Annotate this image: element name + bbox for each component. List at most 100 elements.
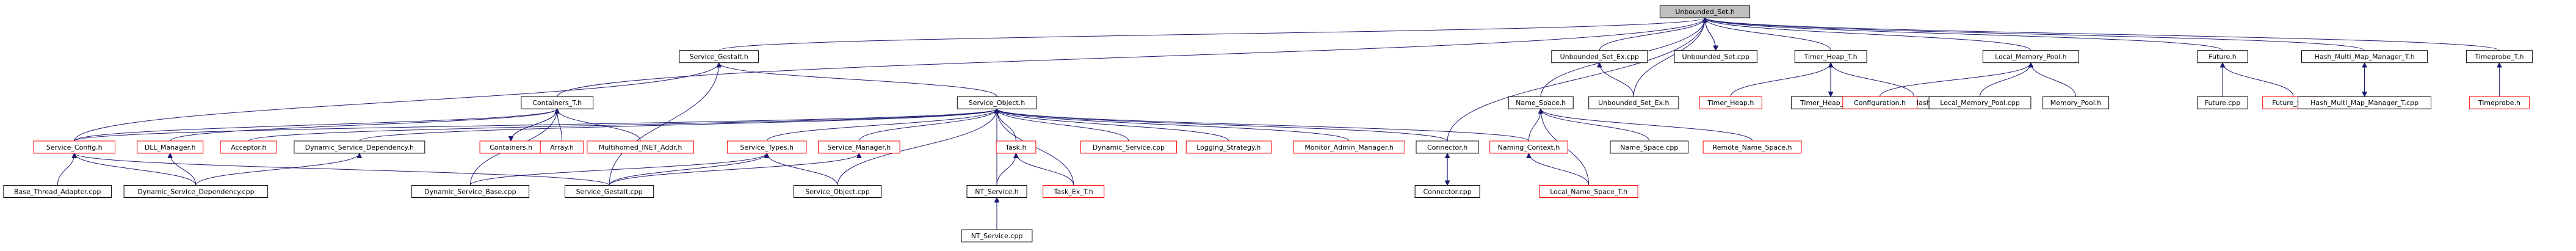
node-local-memory-pool-h[interactable]: Local_Memory_Pool.h — [1982, 50, 2079, 64]
node-label: Name_Space.cpp — [1620, 144, 1678, 151]
node-local-name-space-t-h[interactable]: Local_Name_Space_T.h — [1539, 185, 1638, 198]
node-box — [565, 185, 654, 198]
edge-service-gestalt-h-to-service-object-h — [719, 62, 997, 97]
node-monitor-admin-manager-h[interactable]: Monitor_Admin_Manager.h — [1293, 140, 1405, 154]
node-box — [220, 140, 278, 154]
node-array-h[interactable]: Array.h — [540, 140, 584, 154]
edge-timer-heap-t-h-to-timer-hash-h — [1831, 62, 1915, 97]
node-name-space-h[interactable]: Name_Space.h — [1508, 96, 1574, 109]
edge-service-types-h-to-service-object-cpp — [767, 153, 838, 186]
node-service-types-h[interactable]: Service_Types.h — [726, 140, 807, 154]
node-box — [2197, 50, 2248, 64]
node-box — [957, 96, 1037, 109]
node-box — [1539, 185, 1638, 198]
node-box — [294, 140, 425, 154]
node-box — [1043, 185, 1105, 198]
edge-containers-t-h-to-service-config-h — [74, 108, 557, 142]
node-local-memory-pool-cpp[interactable]: Local_Memory_Pool.cpp — [1928, 96, 2031, 109]
node-box — [1610, 140, 1689, 154]
node-box — [1659, 5, 1751, 18]
node-memory-pool-h[interactable]: Memory_Pool.h — [2042, 96, 2110, 109]
node-service-manager-h[interactable]: Service_Manager.h — [818, 140, 900, 154]
edge-unbounded-set-ex-cpp-to-unbounded-set-ex-h — [1599, 62, 1634, 97]
node-box — [679, 50, 759, 64]
node-timeprobe-h[interactable]: Timeprobe.h — [2469, 96, 2530, 109]
node-box — [1842, 96, 1918, 109]
node-hash-multi-map-manager-t-h[interactable]: Hash_Multi_Map_Manager_T.h — [2301, 50, 2428, 64]
node-box — [2469, 96, 2530, 109]
node-base-thread-adapter-cpp[interactable]: Base_Thread_Adapter.cpp — [3, 185, 112, 198]
node-label: Configuration.h — [1854, 99, 1906, 107]
node-box — [2298, 96, 2432, 109]
edge-name-space-h-to-remote-name-space-h — [1541, 108, 1753, 142]
edge-service-config-h-to-dynamic-service-dependency-cpp — [74, 153, 197, 186]
node-box — [961, 229, 1033, 242]
node-service-config-h[interactable]: Service_Config.h — [33, 140, 115, 154]
node-task-h[interactable]: Task.h — [996, 140, 1037, 154]
edge-future-h-to-future-set-h — [2223, 62, 2294, 97]
node-unbounded-set-ex-cpp[interactable]: Unbounded_Set_Ex.cpp — [1551, 50, 1648, 64]
node-label: Containers_T.h — [532, 99, 582, 107]
node-containers-h[interactable]: Containers.h — [479, 140, 543, 154]
node-configuration-h[interactable]: Configuration.h — [1842, 96, 1918, 109]
node-dynamic-service-dependency-cpp[interactable]: Dynamic_Service_Dependency.cpp — [123, 185, 269, 198]
edge-unbounded-set-cpp-to-unbounded-set-h — [1704, 18, 1716, 51]
node-logging-strategy-h[interactable]: Logging_Strategy.h — [1185, 140, 1272, 154]
node-timer-heap-t-h[interactable]: Timer_Heap_T.h — [1794, 50, 1867, 64]
node-box — [966, 185, 1027, 198]
node-label: Service_Types.h — [740, 144, 794, 151]
node-box — [1508, 96, 1574, 109]
node-label: Unbounded_Set_Ex.cpp — [1560, 53, 1639, 61]
node-dynamic-service-cpp[interactable]: Dynamic_Service.cpp — [1080, 140, 1177, 154]
node-box — [1674, 50, 1757, 64]
node-label: Multihomed_INET_Addr.h — [599, 144, 682, 151]
node-label: Logging_Strategy.h — [1196, 144, 1261, 151]
node-remote-name-space-h[interactable]: Remote_Name_Space.h — [1702, 140, 1802, 154]
node-future-h[interactable]: Future.h — [2197, 50, 2248, 64]
node-future-cpp[interactable]: Future.cpp — [2197, 96, 2248, 109]
node-acceptor-h[interactable]: Acceptor.h — [220, 140, 278, 154]
node-unbounded-set-cpp[interactable]: Unbounded_Set.cpp — [1674, 50, 1757, 64]
node-box — [2301, 50, 2428, 64]
edge-service-config-h-to-service-gestalt-cpp — [74, 153, 610, 186]
node-task-ex-t-h[interactable]: Task_Ex_T.h — [1043, 185, 1105, 198]
node-dll-manager-h[interactable]: DLL_Manager.h — [137, 140, 204, 154]
node-dynamic-service-base-cpp[interactable]: Dynamic_Service_Base.cpp — [411, 185, 530, 198]
node-name-space-cpp[interactable]: Name_Space.cpp — [1610, 140, 1689, 154]
node-label: Name_Space.h — [1516, 99, 1566, 107]
node-box — [137, 140, 204, 154]
edge-containers-t-h-to-dll-manager-h — [170, 108, 557, 142]
node-label: Task.h — [1005, 144, 1026, 151]
node-nt-service-h[interactable]: NT_Service.h — [966, 185, 1027, 198]
edge-unbounded-set-h-to-timeprobe-t-h — [1705, 17, 2500, 51]
node-unbounded-set-ex-h[interactable]: Unbounded_Set_Ex.h — [1588, 96, 1679, 109]
edge-unbounded-set-h-to-unbounded-set-ex-h — [1633, 18, 1705, 97]
node-timeprobe-t-h[interactable]: Timeprobe_T.h — [2466, 50, 2533, 64]
node-label: Service_Gestalt.h — [690, 53, 748, 61]
node-box — [587, 140, 694, 154]
node-label: Future.h — [2209, 53, 2237, 61]
node-box — [540, 140, 584, 154]
node-nt-service-cpp[interactable]: NT_Service.cpp — [961, 229, 1033, 242]
node-unbounded-set-h[interactable]: Unbounded_Set.h — [1659, 5, 1751, 18]
node-connector-h[interactable]: Connector.h — [1416, 140, 1479, 154]
node-service-object-cpp[interactable]: Service_Object.cpp — [793, 185, 882, 198]
node-box — [3, 185, 112, 198]
node-service-object-h[interactable]: Service_Object.h — [957, 96, 1037, 109]
node-box — [1416, 140, 1479, 154]
node-dynamic-service-dependency-h[interactable]: Dynamic_Service_Dependency.h — [294, 140, 425, 154]
node-naming-context-h[interactable]: Naming_Context.h — [1489, 140, 1568, 154]
node-service-gestalt-cpp[interactable]: Service_Gestalt.cpp — [565, 185, 654, 198]
node-service-gestalt-h[interactable]: Service_Gestalt.h — [679, 50, 759, 64]
node-timer-heap-h[interactable]: Timer_Heap.h — [1699, 96, 1762, 109]
node-containers-t-h[interactable]: Containers_T.h — [521, 96, 594, 109]
node-label: DLL_Manager.h — [145, 144, 196, 151]
node-connector-cpp[interactable]: Connector.cpp — [1414, 185, 1480, 198]
node-hash-multi-map-manager-t-cpp[interactable]: Hash_Multi_Map_Manager_T.cpp — [2298, 96, 2432, 109]
node-label: Local_Name_Space_T.h — [1550, 188, 1627, 196]
node-label: Dynamic_Service_Dependency.h — [305, 144, 414, 151]
edge-unbounded-set-h-to-local-memory-pool-h — [1705, 17, 2031, 51]
node-label: Memory_Pool.h — [2050, 99, 2101, 107]
node-multihomed-inet-addr-h[interactable]: Multihomed_INET_Addr.h — [587, 140, 694, 154]
